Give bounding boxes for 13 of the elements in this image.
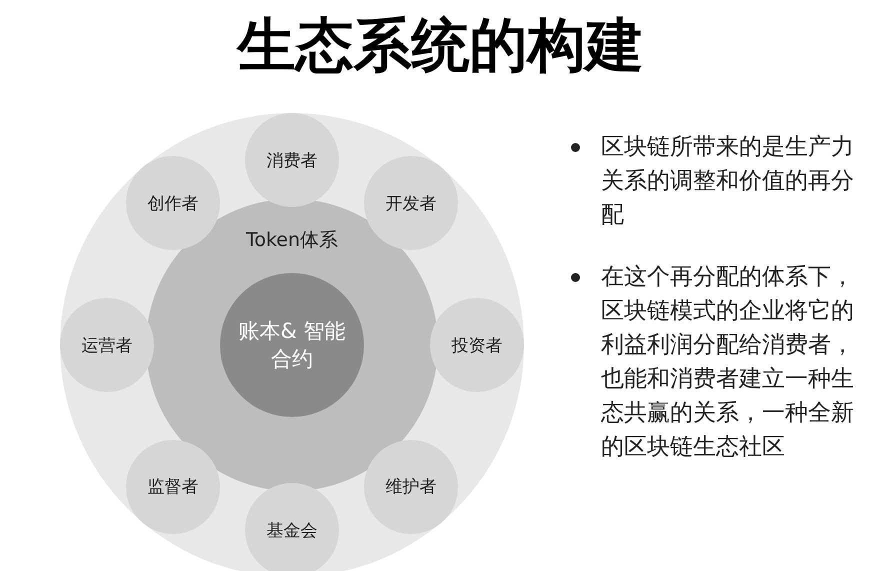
role-circle: 运营者 — [60, 298, 154, 392]
title: 生态系统的构建 — [235, 10, 644, 81]
bullet-text: 在这个再分配的体系下，区块链模式的企业将它的利益利润分配给消费者，也能和消费者建立一种生态共赢的关系，一种全新的区块链生态社区 — [601, 264, 854, 460]
role-circle: 维护者 — [364, 440, 458, 534]
role-circle: 监督者 — [126, 440, 220, 534]
ring-label: Token体系 — [244, 228, 340, 253]
bullet-text: 区块链所带来的是生产力关系的调整和价值的再分配 — [601, 134, 854, 228]
core-circle: 账本& 智能合约 — [220, 273, 364, 417]
role-circle: 投资者 — [430, 298, 524, 392]
role-circle: 创作者 — [126, 156, 220, 250]
role-circle: 基金会 — [245, 483, 339, 571]
role-circle: 消费者 — [245, 113, 339, 207]
role-circle: 开发者 — [364, 156, 458, 250]
